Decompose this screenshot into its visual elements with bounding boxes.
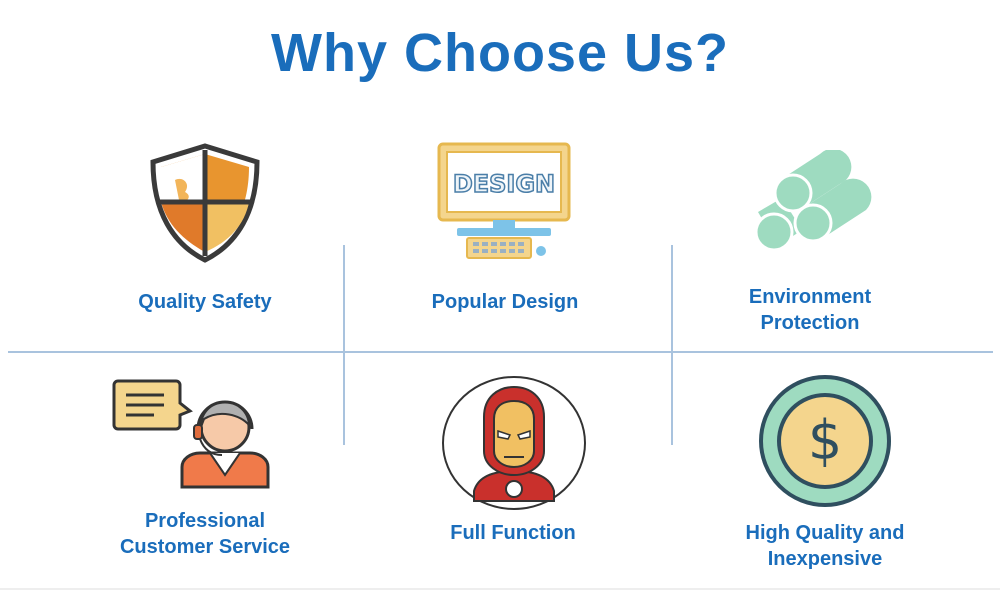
bottom-border — [0, 588, 1000, 590]
horizontal-divider — [8, 351, 993, 353]
dollar-coin-icon: $ — [759, 375, 891, 507]
vertical-divider-right — [671, 245, 673, 445]
pipes-icon — [754, 150, 872, 252]
ironman-icon — [442, 376, 586, 510]
vertical-divider-left — [343, 245, 345, 445]
page-title: Why Choose Us? — [270, 23, 730, 83]
monitor-design-icon: DESIGN — [437, 142, 571, 259]
customer-service-icon — [112, 379, 270, 489]
monitor-screen-text: DESIGN — [453, 170, 555, 198]
feature-label-full-function: Full Function — [450, 522, 576, 544]
feature-label-quality-safety: Quality Safety — [138, 291, 272, 313]
feature-label-professional-customer-service: Professional Customer Service — [119, 510, 291, 558]
svg-text:$: $ — [808, 409, 842, 472]
feature-label-popular-design: Popular Design — [431, 291, 579, 313]
feature-label-environment-protection: Environment Protection — [748, 286, 872, 334]
feature-label-high-quality-inexpensive: High Quality and Inexpensive — [745, 522, 905, 570]
shield-icon — [150, 143, 260, 263]
